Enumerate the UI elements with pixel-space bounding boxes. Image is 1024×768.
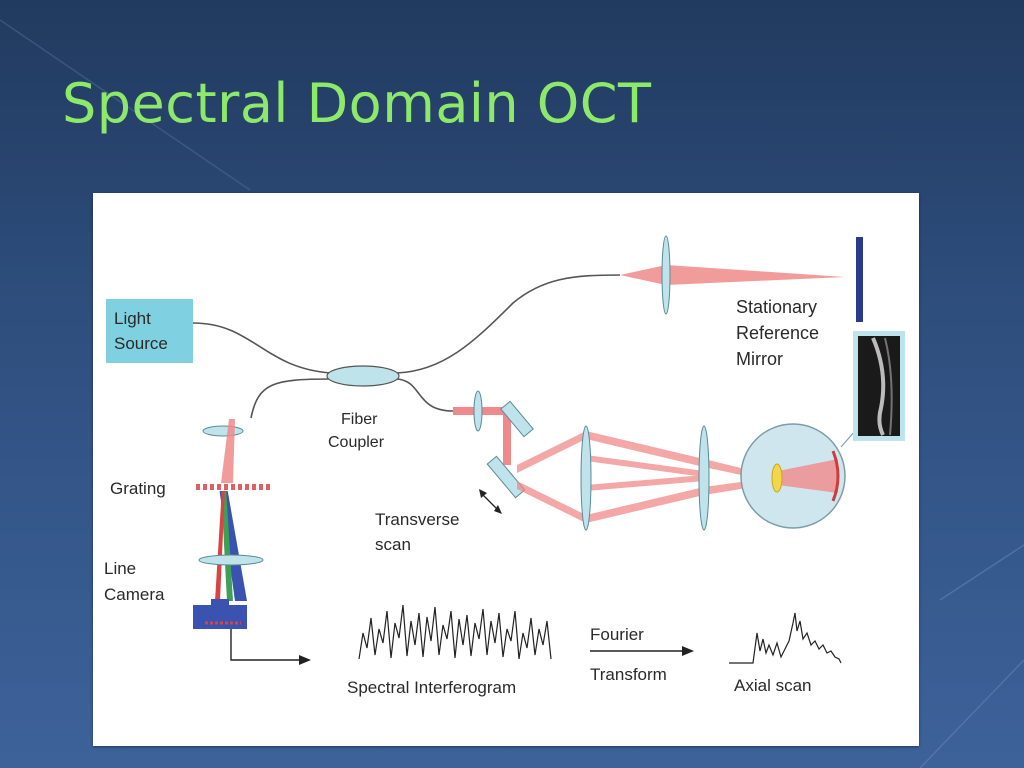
fourier-transform-arrowhead (682, 646, 694, 656)
scan-mirror-lower (486, 455, 526, 499)
reference-beam (620, 265, 666, 285)
eye-beam (778, 459, 838, 493)
grating-label: Grating (110, 479, 166, 498)
grating (196, 483, 273, 491)
reference-beam-focus (666, 265, 845, 285)
spectral-interferogram-label: Spectral Interferogram (347, 678, 516, 697)
oct-diagram-panel: Light Source Fiber Coupler Stationary Re… (93, 193, 919, 746)
camera-lens (198, 554, 264, 566)
sample-beam-down (503, 407, 511, 465)
retina-oct-layer-2 (884, 337, 893, 436)
transverse-scan-arrowhead-bottom (494, 505, 502, 514)
eye-scan-line (840, 430, 856, 448)
scan-beams (517, 431, 778, 523)
optical-fibers (192, 274, 621, 419)
collimator-lens (473, 390, 483, 432)
line-camera (193, 605, 247, 629)
grating-beam-red (215, 487, 225, 601)
reference-mirror-label: Stationary Reference Mirror (736, 297, 824, 369)
slide-title: Spectral Domain OCT (62, 72, 652, 135)
light-source-label: Light Source (114, 309, 168, 353)
camera-output-arrowhead (299, 655, 311, 665)
grating-beam-green (221, 487, 233, 601)
transform-label: Transform (590, 665, 667, 684)
oct-diagram: Light Source Fiber Coupler Stationary Re… (104, 235, 905, 697)
relay-lens-2 (698, 425, 710, 531)
axial-scan-plot (729, 612, 842, 664)
reference-lens (661, 235, 671, 315)
fiber-coupler (326, 365, 400, 387)
eye-lens (771, 463, 783, 493)
camera-mount (211, 599, 229, 605)
detection-beam (221, 419, 235, 483)
fiber-coupler-label: Fiber Coupler (328, 411, 385, 451)
relay-lens-1 (580, 425, 592, 531)
retina (831, 450, 840, 502)
line-camera-label: Line Camera (104, 559, 165, 604)
spectral-interferogram-plot (358, 604, 552, 660)
axial-scan-label: Axial scan (734, 676, 811, 695)
scan-mirror-upper (500, 400, 534, 438)
transverse-scan-arrowhead-top (479, 489, 487, 498)
detection-lens (202, 425, 244, 437)
transverse-scan-label: Transverse scan (375, 510, 464, 554)
reference-mirror (856, 237, 863, 322)
camera-output-arrow (230, 629, 301, 661)
fourier-label: Fourier (590, 625, 644, 644)
light-source-box (106, 299, 193, 363)
retina-oct-layer (871, 337, 886, 436)
